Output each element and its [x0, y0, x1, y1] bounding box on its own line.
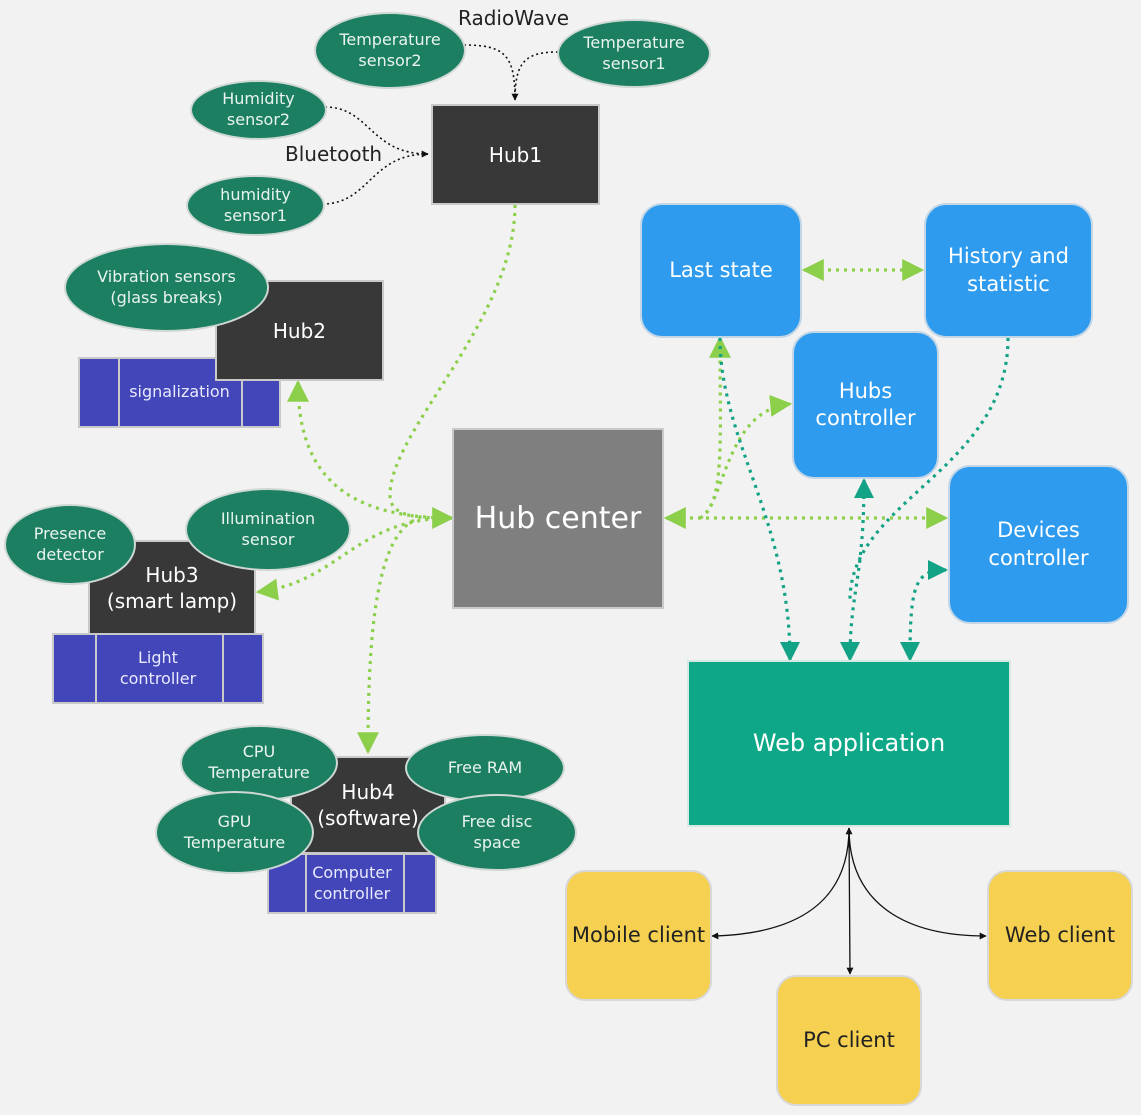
humidity-sensor1: humidity sensor1 [186, 175, 325, 236]
pc-client: PC client [776, 975, 922, 1106]
link-webapp-pc [846, 827, 854, 975]
link-hub3-hubcenter [255, 516, 453, 601]
bluetooth-label: Bluetooth [285, 142, 383, 166]
humidity-sensor2: Humidity sensor2 [190, 80, 327, 140]
hubs-controller: Hubs controller [792, 331, 939, 479]
link-hub1-hubcenter [388, 204, 517, 529]
link-humidity1-hub1 [321, 153, 429, 205]
radiowave-label: RadioWave [458, 6, 570, 30]
link-hubscontroller-webapp [840, 478, 874, 662]
illumination-sensor: Illumination sensor [185, 488, 351, 571]
link-laststate-webapp [718, 337, 800, 662]
link-webapp-mobile [711, 827, 853, 940]
web-application: Web application [687, 660, 1011, 827]
temperature-sensor1: Temperature sensor1 [557, 19, 711, 88]
gpu-temperature: GPU Temperature [155, 791, 314, 874]
vibration-sensors: Vibration sensors (glass breaks) [64, 243, 269, 332]
computer-controller: Computer controller [267, 853, 437, 914]
link-hub4-hubcenter [357, 516, 421, 755]
link-temp1-hub1 [514, 51, 559, 101]
cpu-temperature: CPU Temperature [180, 725, 338, 801]
hub1: Hub1 [431, 104, 600, 205]
web-client: Web client [987, 870, 1133, 1001]
hub2: Hub2 [215, 280, 384, 381]
free-ram: Free RAM [405, 734, 565, 802]
hub-center: Hub center [452, 428, 664, 609]
free-disc-space: Free disc space [417, 794, 577, 871]
link-devices-webapp [900, 560, 948, 662]
history-and-statistic: History and statistic [924, 203, 1093, 338]
link-history-webapp [848, 337, 1010, 601]
devices-controller: Devices controller [948, 465, 1129, 624]
link-hubcenter-hubscontroller [699, 394, 793, 520]
presence-detector: Presence detector [4, 504, 136, 585]
temperature-sensor2: Temperature sensor2 [314, 12, 466, 89]
light-controller: Light controller [52, 633, 264, 704]
link-temp2-hub1 [463, 44, 519, 101]
link-webapp-web [848, 827, 987, 940]
last-state: Last state [640, 203, 802, 338]
mobile-client: Mobile client [565, 870, 712, 1001]
